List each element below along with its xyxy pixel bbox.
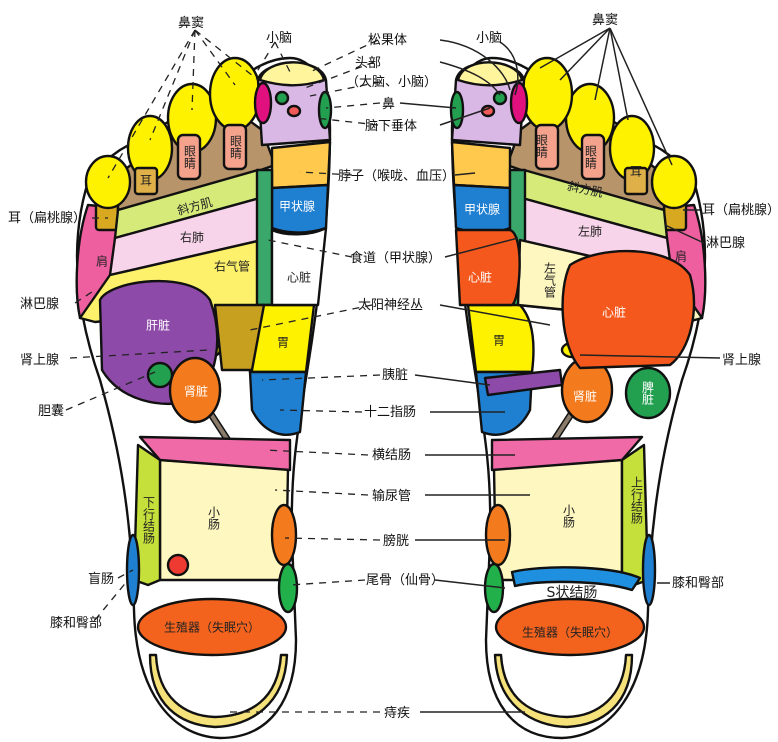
appendix-region [166,553,190,577]
region-eye-right-1: 眼睛 [535,134,549,158]
region-sigmoid-colon: S状结肠 [547,585,598,601]
left-foot-specific [98,226,328,577]
region-heart-left: 心脏 [287,270,311,285]
heart-region [561,249,696,370]
label-ear-right: 耳（扁桃腺） [702,203,778,218]
label-pancreas: 胰脏 [382,368,408,383]
region-kidney-right: 肾脏 [573,389,597,404]
label-sinus-left: 鼻窦 [178,15,204,31]
region-bronchus-left: 左气管 [543,261,557,299]
label-pineal: 松果体 [368,33,407,48]
label-lymph-right: 淋巴腺 [706,236,745,251]
region-stomach-right: 胃 [493,334,505,348]
region-bronchus-right: 右气管 [214,259,250,274]
region-eye-right-2: 眼睛 [584,145,598,169]
label-cerebellum-left: 小脑 [266,31,292,46]
region-stomach-left: 胃 [277,336,289,350]
label-solar-plexus: 太阳神经丛 [358,298,423,313]
label-duodenum: 十二指肠 [364,405,416,420]
region-kidney-left: 肾脏 [184,384,208,399]
region-ascending-colon: 上行结肠 [630,476,644,524]
gallbladder-region [146,361,174,389]
region-small-intestine-left: 小肠 [207,506,221,530]
region-thyroid-left: 甲状腺 [279,200,315,214]
spleen-region [624,366,672,420]
leader-lines-left [65,29,381,713]
label-head: 头部 [355,56,381,71]
region-descending-colon: 下行结肠 [142,496,156,544]
left-heart-region [270,226,328,307]
left-kidney-region [168,356,222,424]
region-lung-left: 左肺 [578,224,602,239]
label-coccyx: 尾骨（仙骨） [366,573,444,588]
region-eye-left-1: 眼睛 [183,145,197,169]
pancreas-region [483,368,564,397]
region-thyroid-right: 甲状腺 [464,203,500,217]
label-lymph-left: 淋巴腺 [20,297,59,312]
region-shoulder-left: 肩 [96,254,108,269]
label-sinus-right: 鼻窦 [592,12,618,28]
right-heart-column [454,228,521,307]
region-ear-left: 耳 [140,174,152,188]
label-adrenal-right: 肾上腺 [722,353,761,368]
label-head-detail: （大脑、小脑） [346,75,437,90]
region-lung-right: 右肺 [180,230,204,245]
label-gallbladder: 胆囊 [38,403,64,419]
label-knee-hip-left: 膝和臀部 [50,616,102,631]
label-pituitary: 脑下垂体 [365,119,417,134]
region-spleen: 脾脏 [641,380,655,406]
label-transverse-colon: 横结肠 [372,448,411,463]
region-genital-right: 生殖器（失眠穴） [522,625,618,640]
olive-region [213,303,266,372]
region-small-intestine-right: 小肠 [562,504,576,528]
region-genital-left: 生殖器（失眠穴） [164,620,260,635]
region-trapezius-right: 斜方肌 [566,178,604,200]
label-cecum: 盲肠 [88,571,114,587]
label-neck: 脖子（喉咙、血压） [338,168,455,184]
region-liver: 肝脏 [146,318,170,333]
label-bladder: 膀胱 [383,533,409,549]
region-ear-right: 耳 [630,165,642,179]
label-hemorrhoids: 痔疾 [384,705,410,721]
leader-lines-right [399,27,721,713]
label-cerebellum-right: 小脑 [476,31,502,46]
region-heart-small: 心脏 [468,270,492,285]
right-foot-specific [454,228,704,592]
label-adrenal-left: 肾上腺 [20,353,59,368]
label-ureter: 输尿管 [372,488,411,504]
region-heart-right: 心脏 [602,305,626,320]
region-shoulder-right: 肩 [675,249,687,264]
region-eye-left-2: 眼睛 [229,135,243,159]
label-ear-left: 耳（扁桃腺） [8,211,86,226]
label-knee-hip-right: 膝和臀部 [672,576,724,591]
sigmoid-colon-region [510,566,642,592]
label-nose: 鼻 [382,96,395,112]
label-esophagus: 食道（甲状腺） [350,250,441,266]
